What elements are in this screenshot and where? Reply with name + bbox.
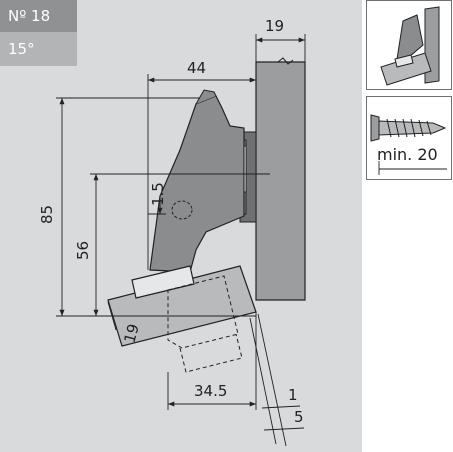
angle-badge: 15° — [0, 32, 77, 66]
dim-gap-5: 5 — [294, 408, 304, 426]
screw-spec-box: min. 20 — [366, 96, 452, 180]
hinge-cup — [131, 265, 195, 299]
hinge-perspective-icon — [380, 6, 440, 86]
hinge-technical-drawing: 19 44 85 56 1.5 19 34.5 1 5 — [38, 17, 306, 447]
drawing-panel: Nº 18 15° — [0, 0, 362, 452]
dim-door-edge: 19 — [120, 322, 142, 345]
dim-door-thickness: 19 — [265, 17, 284, 35]
screw-length-label: min. 20 — [377, 145, 438, 164]
dim-overall-depth: 44 — [187, 59, 206, 77]
hinge-arm — [149, 95, 245, 273]
cabinet-side — [255, 61, 306, 301]
hinge-perspective-box — [366, 0, 452, 90]
dim-offset: 1.5 — [149, 182, 167, 206]
model-number-badge: Nº 18 — [0, 0, 77, 32]
dim-inner-height: 56 — [74, 241, 92, 260]
dim-cup-distance: 34.5 — [194, 382, 227, 400]
dim-overall-height: 85 — [38, 205, 56, 224]
screw-icon — [370, 114, 447, 175]
dim-gap-1: 1 — [288, 386, 298, 404]
